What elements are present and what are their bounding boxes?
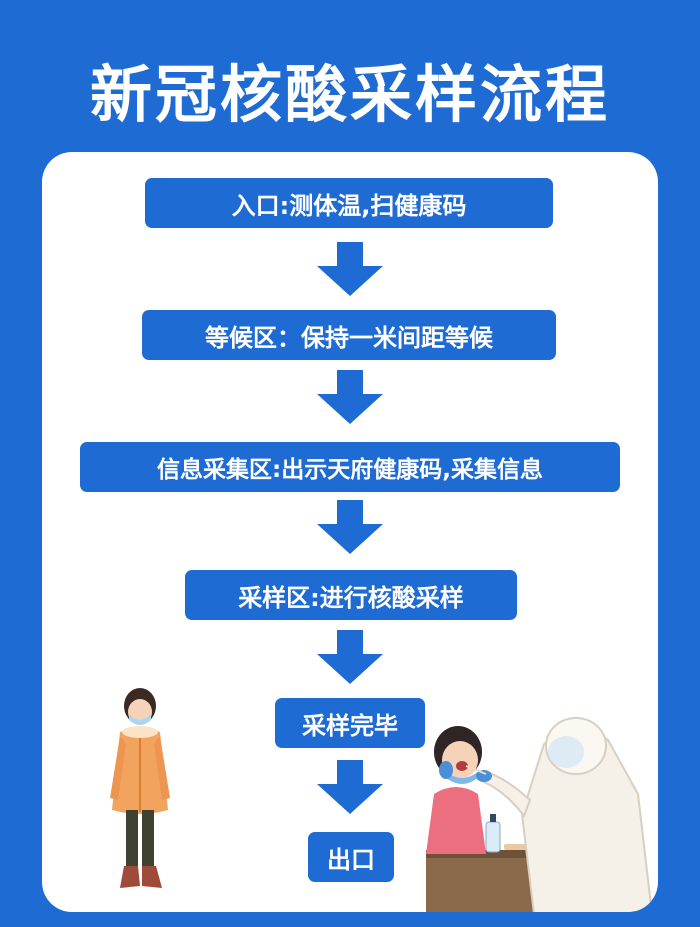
step-label: 采样完毕 xyxy=(302,711,398,740)
step-label: 等候区：保持一米间距等候 xyxy=(205,323,493,352)
down-arrow-icon xyxy=(317,370,383,424)
step-sampling-area: 采样区:进行核酸采样 xyxy=(185,570,517,620)
down-arrow-icon xyxy=(317,630,383,684)
step-info-collection: 信息采集区:出示天府健康码,采集信息 xyxy=(80,442,620,492)
down-arrow-icon xyxy=(317,500,383,554)
step-sampling-done: 采样完毕 xyxy=(275,698,425,748)
down-arrow-icon xyxy=(317,760,383,814)
step-label: 出口 xyxy=(327,845,375,874)
step-waiting-area: 等候区：保持一米间距等候 xyxy=(142,310,556,360)
step-label: 采样区:进行核酸采样 xyxy=(238,583,464,612)
page-title: 新冠核酸采样流程 xyxy=(89,58,610,131)
step-label: 信息采集区:出示天府健康码,采集信息 xyxy=(157,457,543,483)
step-label: 入口:测体温,扫健康码 xyxy=(231,191,467,220)
waiting-person-illustration xyxy=(110,688,170,888)
sampling-scene-illustration xyxy=(426,717,653,912)
step-entrance: 入口:测体温,扫健康码 xyxy=(145,178,553,228)
flow-panel: 入口:测体温,扫健康码 等候区：保持一米间距等候 信息采集区:出示天府健康码,采… xyxy=(42,152,658,912)
step-exit: 出口 xyxy=(308,832,394,882)
down-arrow-icon xyxy=(317,242,383,296)
